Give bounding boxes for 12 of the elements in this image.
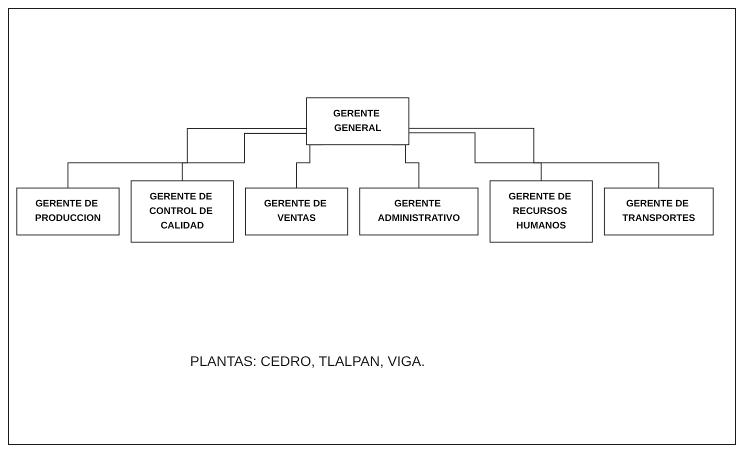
- node-box: GERENTE DE CONTROL DE CALIDAD: [130, 180, 234, 243]
- node-box: GERENTE GENERAL: [306, 97, 410, 146]
- node-box: GERENTE ADMINISTRATIVO: [359, 188, 478, 236]
- connector: [182, 132, 308, 182]
- node-box: GERENTE DE PRODUCCION: [16, 188, 120, 236]
- connector: [408, 128, 660, 188]
- note-text: PLANTAS: CEDRO, TLALPAN, VIGA.: [190, 353, 425, 369]
- connector: [68, 128, 308, 188]
- node-box: GERENTE DE VENTAS: [244, 188, 348, 236]
- connector: [408, 132, 542, 182]
- node-box: GERENTE DE TRANSPORTES: [604, 188, 714, 236]
- node-box: GERENTE DE RECURSOS HUMANOS: [490, 180, 593, 243]
